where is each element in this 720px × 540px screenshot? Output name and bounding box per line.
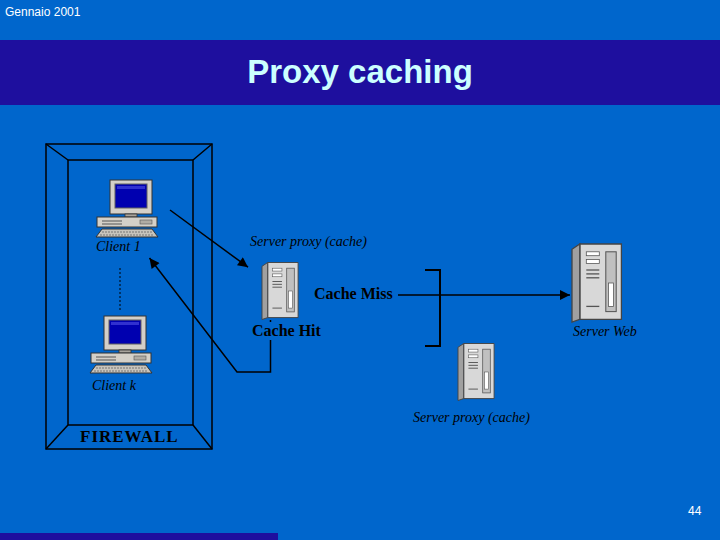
connector-arrow: [170, 210, 248, 267]
firewall-outline: [45, 143, 213, 450]
web-server-node: Server Web: [570, 242, 650, 342]
node-label: Client 1: [96, 239, 141, 255]
proxy-server-icon: [458, 344, 494, 401]
edge-label: Cache Hit: [250, 322, 323, 340]
ellipsis-line: [120, 268, 121, 312]
footer-bar: [0, 533, 278, 540]
frame-edge: [46, 144, 68, 160]
node-label: Server proxy (cache): [413, 410, 530, 426]
edge-label: Cache Miss: [312, 285, 395, 303]
client-computer: [90, 316, 152, 373]
connector-arrow: [398, 294, 570, 296]
firewall-label: FIREWALL: [80, 427, 179, 446]
node-label: Client k: [92, 378, 136, 394]
bracket: [425, 270, 440, 346]
proxy-node: Server proxy (cache): [410, 340, 550, 430]
title-band: Proxy caching: [0, 40, 720, 105]
node-label: Server proxy (cache): [250, 234, 367, 250]
slide-note: 44: [688, 504, 701, 518]
frame-inner: [68, 160, 193, 425]
client-computer: [96, 180, 158, 237]
frame-edge: [193, 425, 212, 449]
node-label: Server Web: [573, 324, 637, 340]
proxy-node: Server proxy (cache): [248, 232, 398, 320]
slide-title: Proxy caching: [0, 53, 720, 91]
web-server-icon: [572, 244, 621, 322]
client-node: Client k: [88, 315, 168, 397]
frame-edge: [46, 425, 68, 449]
firewall-frame: FIREWALL Client 1 Client k: [45, 143, 213, 450]
slide-note: Gennaio 2001: [5, 5, 80, 19]
client-node: Client 1: [88, 178, 170, 258]
frame-edge: [193, 144, 212, 160]
connector-arrow: [150, 258, 271, 372]
frame-outer: [46, 144, 212, 449]
proxy-server-icon: [262, 263, 298, 320]
